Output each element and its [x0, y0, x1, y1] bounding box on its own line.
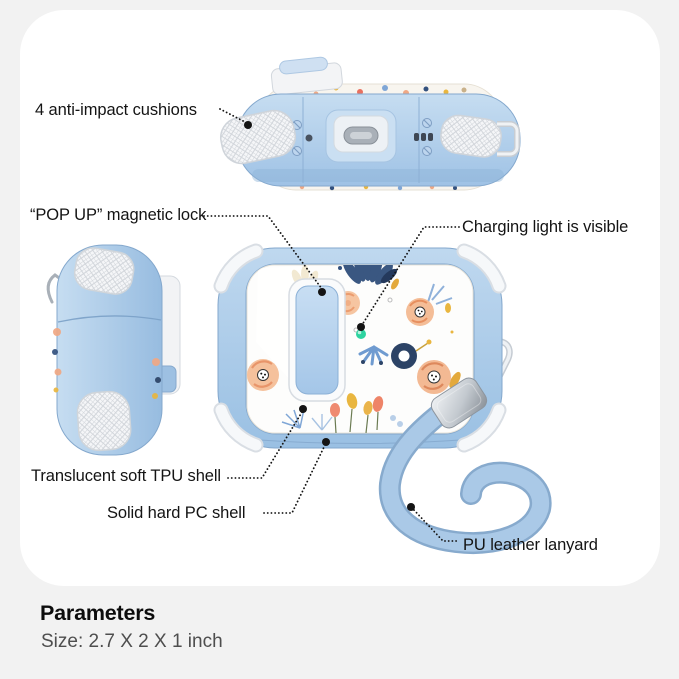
- label-tpu-shell: Translucent soft TPU shell: [31, 467, 221, 485]
- front-view: [213, 243, 552, 554]
- seam-lines: [302, 97, 420, 183]
- parameters-heading: Parameters: [40, 601, 156, 625]
- lanyard-strap: [378, 393, 552, 554]
- leader-lines: [203, 108, 460, 542]
- cushion-right: [440, 114, 502, 158]
- reset-hole: [305, 134, 313, 142]
- screws: [292, 118, 432, 156]
- side-hook: [46, 273, 64, 304]
- charging-vent: [414, 133, 433, 141]
- lanyard-clasp: [430, 377, 488, 429]
- cushion-side-bottom: [76, 390, 132, 452]
- corner-guards: [213, 243, 507, 453]
- side-view: [46, 244, 181, 456]
- lid-seam: [57, 315, 162, 323]
- popup-button: [270, 56, 343, 96]
- floral-edge-bits: [52, 328, 161, 399]
- usb-port-plate: [325, 109, 397, 163]
- popup-latch: [288, 278, 346, 402]
- top-body-shade: [252, 169, 504, 182]
- label-magnetic-lock: “POP UP” magnetic lock: [30, 206, 207, 224]
- cushion-left: [219, 109, 297, 165]
- label-anti-impact-cushions: 4 anti-impact cushions: [35, 101, 197, 119]
- parameters-size: Size: 2.7 X 2 X 1 inch: [41, 631, 223, 652]
- label-pc-shell: Solid hard PC shell: [107, 504, 246, 522]
- label-charging-light: Charging light is visible: [462, 218, 629, 236]
- top-view: [219, 56, 521, 191]
- cushion-side-top: [73, 247, 135, 295]
- label-lanyard: PU leather lanyard: [463, 536, 598, 554]
